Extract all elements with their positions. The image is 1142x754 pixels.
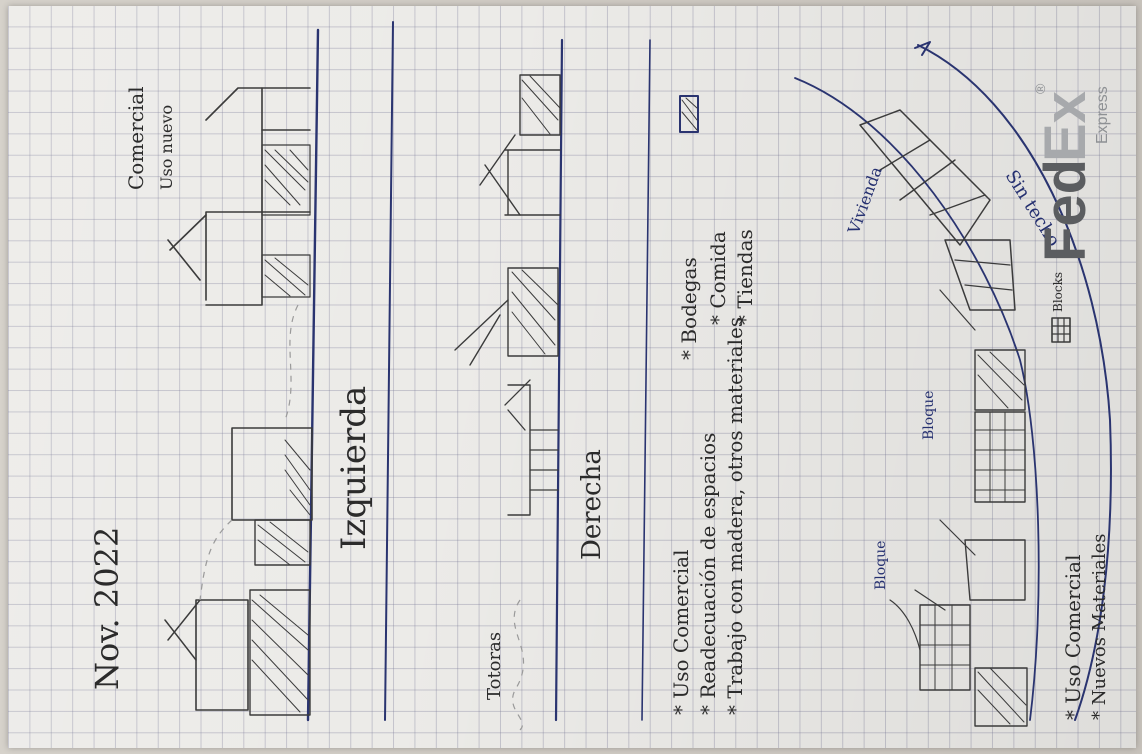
street-line-1 xyxy=(385,22,393,720)
footnote-1: * Uso Comercial xyxy=(1061,555,1085,721)
legend-item-3: * Trabajo con madera, otros materiales xyxy=(723,317,747,715)
legend-item-4: * Bodegas xyxy=(677,257,701,360)
legend-item-2: * Readecuación de espacios xyxy=(696,433,720,715)
top-label-line1: Comercial xyxy=(124,86,148,190)
footnote-2: * Nuevos Materiales xyxy=(1089,534,1110,720)
legend-item-5: * Comida xyxy=(706,231,730,325)
right-section-label: Derecha xyxy=(577,449,607,560)
left-lower-buildings xyxy=(165,305,312,715)
left-elevation-buildings xyxy=(168,88,310,305)
fedex-fed-text: Fed xyxy=(1033,159,1098,262)
right-elevation-buildings xyxy=(455,75,560,730)
left-section-label: Izquierda xyxy=(334,386,374,550)
legend-item-6: * Tiendas xyxy=(733,229,757,325)
fedex-reg-mark: ® xyxy=(1032,83,1048,94)
fedex-ex-text: Ex xyxy=(1033,91,1098,162)
divider-line xyxy=(642,40,650,720)
tree-label: Totoras xyxy=(484,632,505,700)
right-ground-line xyxy=(556,40,562,720)
date-label: Nov. 2022 xyxy=(88,527,126,690)
fedex-logo: Fed Ex Express ® xyxy=(1032,83,1111,262)
curve-label-3: Bloque xyxy=(873,541,889,590)
fedex-express-text: Express xyxy=(1094,86,1111,144)
grid-symbol-icon xyxy=(1052,318,1070,342)
curve-label-2: Bloque xyxy=(921,391,937,440)
mesh-label: Blocks xyxy=(1051,272,1065,312)
curve-label-1: Vivienda xyxy=(844,164,886,238)
legend-item-1: * Uso Comercial xyxy=(669,550,693,716)
legend-hatch-box xyxy=(680,96,698,132)
top-label-line2: Uso nuevo xyxy=(157,105,176,190)
